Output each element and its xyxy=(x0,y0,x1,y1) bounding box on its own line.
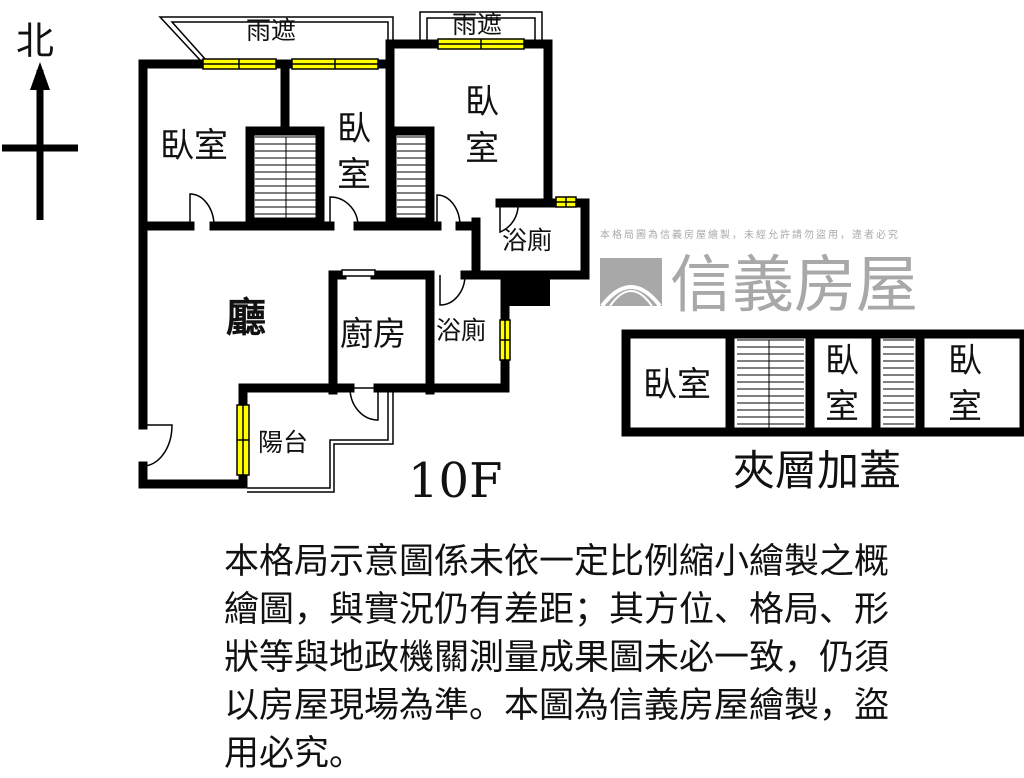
mezz-bedroom-3-label-a: 臥 xyxy=(948,341,982,381)
closet-shelves xyxy=(255,136,426,218)
disclaimer-line: 以房屋現場為準。本圖為信義房屋繪製，盜 xyxy=(224,686,890,726)
mezz-bedroom-1-label: 臥室 xyxy=(643,365,711,405)
watermark-notice: 本格局圖為信義房屋繪製，未經允許請勿盜用，違者必究 xyxy=(600,228,900,241)
canopy-left-label: 雨遮 xyxy=(246,16,296,45)
mezzanine-title: 夾層加蓋 xyxy=(733,446,901,495)
shaft xyxy=(505,272,550,306)
canopy-outline xyxy=(158,11,543,61)
canopy-right-label: 雨遮 xyxy=(452,10,502,39)
disclaimer-line: 狀等與地政機關測量成果圖未必一致，仍須 xyxy=(224,638,890,678)
mezzanine-plan xyxy=(621,329,1024,437)
disclaimer-text: 本格局示意圖係未依一定比例縮小繪製之概 繪圖，與實況仍有差距；其方位、格局、形 … xyxy=(224,538,964,778)
floor-label: 10F xyxy=(408,453,502,509)
bedroom-3-label-a: 臥 xyxy=(465,82,499,122)
bedroom-1-label: 臥室 xyxy=(160,126,228,166)
brand-logo-watermark: 信義房屋 本格局圖為信義房屋繪製，未經允許請勿盜用，違者必究 xyxy=(600,228,918,321)
bedroom-2-label-a: 臥 xyxy=(337,109,371,149)
balcony-outline xyxy=(247,392,394,493)
living-room-label: 廳 xyxy=(226,294,266,341)
door-swings xyxy=(142,193,519,467)
mezz-bedroom-3-label-b: 室 xyxy=(948,387,982,427)
disclaimer-line: 本格局示意圖係未依一定比例縮小繪製之概 xyxy=(224,542,890,582)
bath-lower-label: 浴廁 xyxy=(436,316,486,345)
bedroom-2-label-b: 室 xyxy=(337,155,371,195)
bedroom-3-label-b: 室 xyxy=(465,129,499,169)
mezz-bedroom-2-label-b: 室 xyxy=(825,387,859,427)
windows xyxy=(202,38,577,476)
kitchen-label: 廚房 xyxy=(340,314,406,353)
watermark-brand: 信義房屋 xyxy=(670,248,918,321)
bath-upper-label: 浴廁 xyxy=(502,226,552,255)
north-arrow-icon xyxy=(2,62,78,220)
north-label: 北 xyxy=(16,19,54,63)
disclaimer-line: 繪圖，與實況仍有差距；其方位、格局、形 xyxy=(224,590,890,630)
balcony-label: 陽台 xyxy=(258,428,308,457)
mezz-bedroom-2-label-a: 臥 xyxy=(825,341,859,381)
disclaimer-line: 用必究。 xyxy=(224,734,365,774)
